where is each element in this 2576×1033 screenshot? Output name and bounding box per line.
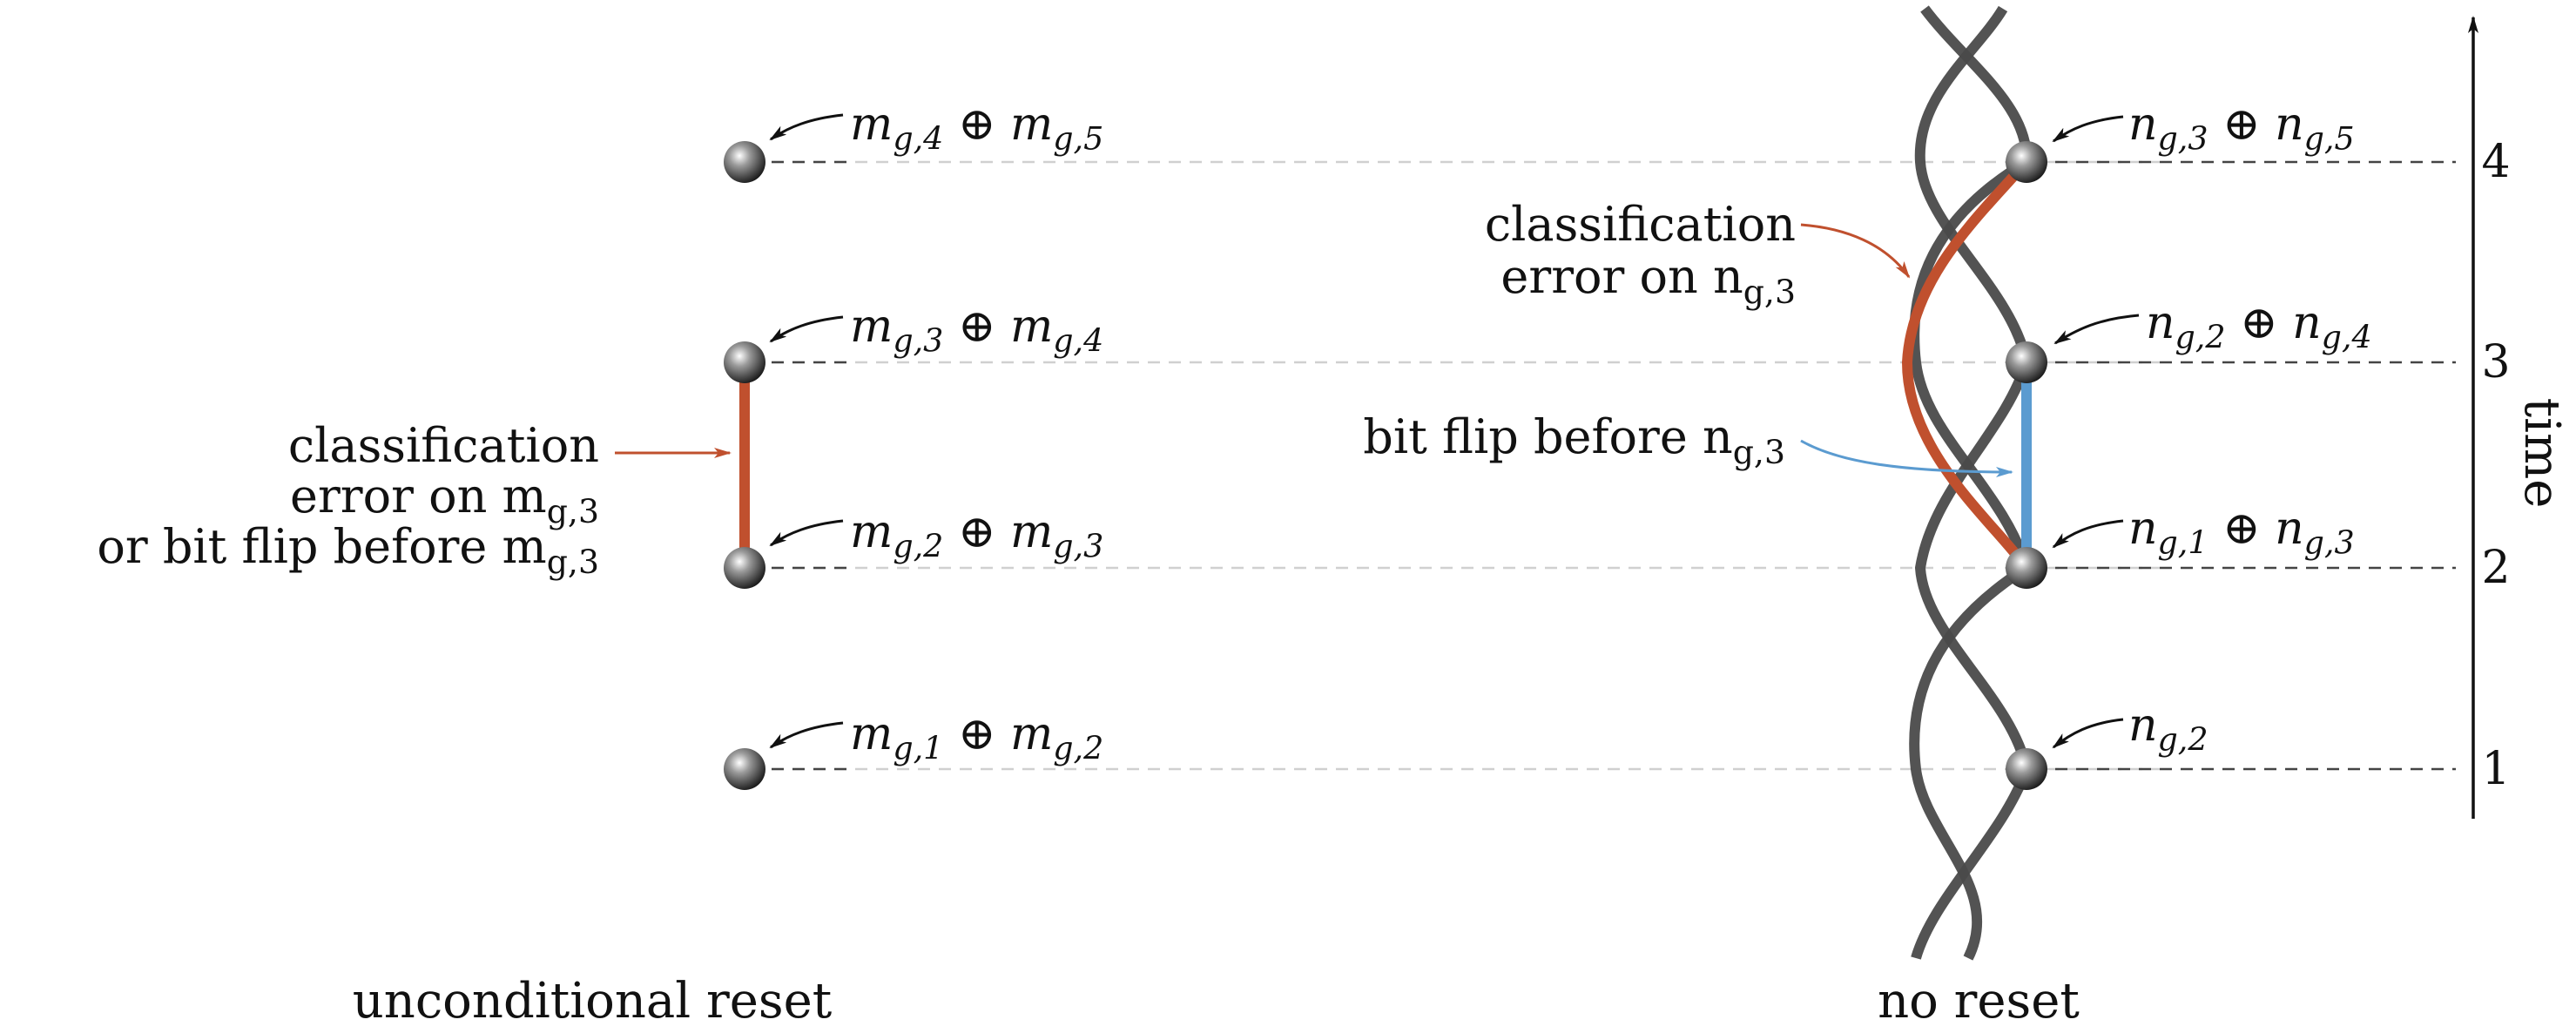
time-axis: 1 2 3 4 time (2468, 16, 2570, 819)
left-label-2: mg,2​ ⊕ mg,3​ (850, 506, 1103, 564)
right-classification-line-2: error on ng,3​ (1500, 249, 1796, 311)
left-label-4: mg,4​ ⊕ mg,5​ (850, 98, 1103, 157)
left-label-3: mg,3​ ⊕ mg,4​ (850, 300, 1103, 359)
left-label-1: mg,1​ ⊕ mg,2​ (850, 708, 1103, 766)
right-detector-2 (2006, 547, 2047, 589)
left-annotation-line-2: error on mg,3​ (290, 469, 599, 530)
time-axis-label: time (2513, 398, 2570, 509)
left-detector-3 (724, 341, 765, 383)
right-classification-line-1: classification (1485, 197, 1796, 252)
right-panel: ng,3​ ⊕ ng,5​ ng,2​ ⊕ ng,4​ ng,1​ ⊕ ng,3… (1363, 5, 2372, 1030)
right-error-path (1901, 159, 2031, 571)
left-annotation-line-3: or bit flip before mg,3​ (97, 519, 599, 581)
time-tick-1: 1 (2481, 743, 2510, 795)
left-caption: unconditional reset (353, 973, 833, 1030)
right-bitflip-arrow (1800, 439, 2013, 477)
left-detector-4 (724, 141, 765, 183)
left-panel: mg,4​ ⊕ mg,5​ mg,3​ ⊕ mg,4​ mg,2​ ⊕ mg,3… (97, 9, 1103, 1030)
right-detector-3 (2006, 341, 2047, 383)
left-annotation-line-1: classification (288, 418, 599, 473)
right-label-4: ng,3​ ⊕ ng,5​ (2128, 98, 2355, 157)
time-tick-3: 3 (2481, 336, 2510, 388)
right-caption: no reset (1878, 973, 2080, 1030)
right-label-2: ng,1​ ⊕ ng,3​ (2128, 503, 2355, 561)
braid-strand-b (1911, 5, 2033, 960)
right-classification-arrow (1800, 223, 1911, 279)
right-label-1: ng,2​ (2128, 699, 2208, 758)
right-label-3: ng,2​ ⊕ ng,4​ (2146, 297, 2372, 355)
time-tick-4: 4 (2481, 136, 2510, 188)
right-bitflip-label: bit flip before ng,3​ (1363, 409, 1785, 471)
time-tick-2: 2 (2481, 542, 2510, 594)
right-detector-4 (2006, 141, 2047, 183)
right-detector-1 (2006, 748, 2047, 790)
left-detector-1 (724, 748, 765, 790)
left-detector-2 (724, 547, 765, 589)
